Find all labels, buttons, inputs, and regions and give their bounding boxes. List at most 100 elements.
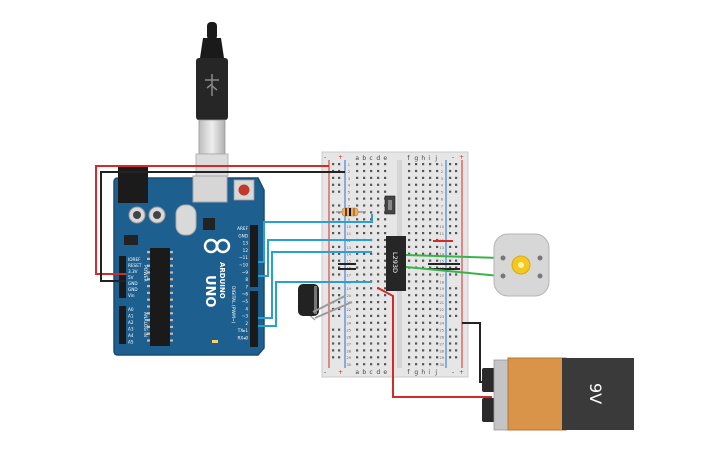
rail-hole[interactable] [455,176,458,179]
rail-hole[interactable] [449,176,452,179]
breadboard-hole[interactable] [356,335,359,338]
battery-9v[interactable]: 9V [482,357,634,431]
breadboard-hole[interactable] [384,280,387,283]
breadboard-hole[interactable] [356,294,359,297]
rail-hole[interactable] [332,273,335,276]
rail-hole[interactable] [449,287,452,290]
breadboard-hole[interactable] [363,225,366,228]
breadboard-hole[interactable] [370,273,373,276]
breadboard-hole[interactable] [408,307,411,311]
rail-hole[interactable] [332,314,335,317]
breadboard-hole[interactable] [408,294,411,297]
breadboard-hole[interactable] [384,183,387,186]
breadboard-hole[interactable] [363,232,366,235]
breadboard-hole[interactable] [429,314,432,317]
rail-hole[interactable] [338,328,341,331]
breadboard-hole[interactable] [408,321,411,324]
breadboard-hole[interactable] [422,183,425,186]
breadboard-hole[interactable] [363,294,366,297]
breadboard-hole[interactable] [415,232,418,235]
breadboard-hole[interactable] [384,335,387,338]
rail-hole[interactable] [338,349,341,352]
breadboard-hole[interactable] [429,238,432,242]
rail-hole[interactable] [332,245,335,248]
breadboard-hole[interactable] [384,266,387,269]
breadboard-hole[interactable] [370,307,373,311]
usb-cable[interactable] [195,22,229,177]
breadboard-hole[interactable] [422,294,425,297]
rail-hole[interactable] [449,218,452,221]
wire-5v-red[interactable] [95,165,329,275]
breadboard-hole[interactable] [363,363,366,366]
breadboard-hole[interactable] [356,183,359,186]
breadboard-hole[interactable] [363,273,366,276]
breadboard-hole[interactable] [415,363,418,366]
rail-hole[interactable] [455,218,458,221]
breadboard-hole[interactable] [408,328,411,331]
breadboard-hole[interactable] [384,163,387,166]
breadboard-hole[interactable] [408,197,411,200]
breadboard-hole[interactable] [377,314,380,317]
breadboard-hole[interactable] [370,190,373,193]
breadboard-hole[interactable] [384,169,387,173]
breadboard-hole[interactable] [363,176,366,179]
rail-hole[interactable] [455,266,458,269]
breadboard-hole[interactable] [356,287,359,290]
breadboard-hole[interactable] [377,273,380,276]
rail-hole[interactable] [449,314,452,317]
breadboard-hole[interactable] [363,169,366,173]
breadboard-hole[interactable] [429,342,432,345]
breadboard-hole[interactable] [408,245,411,248]
rail-hole[interactable] [332,204,335,207]
rail-hole[interactable] [332,294,335,297]
breadboard-hole[interactable] [377,342,380,345]
breadboard-hole[interactable] [356,321,359,324]
rail-hole[interactable] [338,301,341,304]
rail-hole[interactable] [449,307,452,311]
rail-hole[interactable] [332,232,335,235]
rail-hole[interactable] [332,225,335,228]
rail-hole[interactable] [455,190,458,193]
breadboard-hole[interactable] [429,245,432,248]
rail-hole[interactable] [455,314,458,317]
breadboard-hole[interactable] [429,321,432,324]
rail-hole[interactable] [338,232,341,235]
breadboard-hole[interactable] [370,294,373,297]
rail-hole[interactable] [455,245,458,248]
breadboard-hole[interactable] [370,363,373,366]
breadboard-hole[interactable] [436,335,439,338]
rail-hole[interactable] [338,225,341,228]
breadboard-hole[interactable] [377,328,380,331]
breadboard-hole[interactable] [356,301,359,304]
breadboard-hole[interactable] [363,301,366,304]
breadboard-hole[interactable] [356,356,359,359]
rail-hole[interactable] [455,287,458,290]
breadboard-hole[interactable] [370,232,373,235]
rail-hole[interactable] [332,190,335,193]
breadboard-hole[interactable] [422,245,425,248]
breadboard-hole[interactable] [356,197,359,200]
breadboard-hole[interactable] [384,232,387,235]
breadboard-hole[interactable] [370,197,373,200]
rail-hole[interactable] [455,294,458,297]
breadboard-hole[interactable] [422,252,425,255]
breadboard-hole[interactable] [370,301,373,304]
breadboard-hole[interactable] [422,273,425,276]
breadboard-hole[interactable] [370,314,373,317]
breadboard-hole[interactable] [429,211,432,214]
rail-hole[interactable] [455,232,458,235]
rail-hole[interactable] [332,211,335,214]
breadboard-hole[interactable] [377,266,380,269]
breadboard-hole[interactable] [415,356,418,359]
breadboard-hole[interactable] [415,245,418,248]
breadboard-hole[interactable] [356,163,359,166]
breadboard-hole[interactable] [422,225,425,228]
breadboard-hole[interactable] [370,204,373,207]
breadboard-hole[interactable] [384,349,387,352]
rail-hole[interactable] [455,356,458,359]
breadboard-hole[interactable] [436,204,439,207]
breadboard-hole[interactable] [436,211,439,214]
breadboard-hole[interactable] [370,328,373,331]
breadboard-hole[interactable] [377,218,380,221]
